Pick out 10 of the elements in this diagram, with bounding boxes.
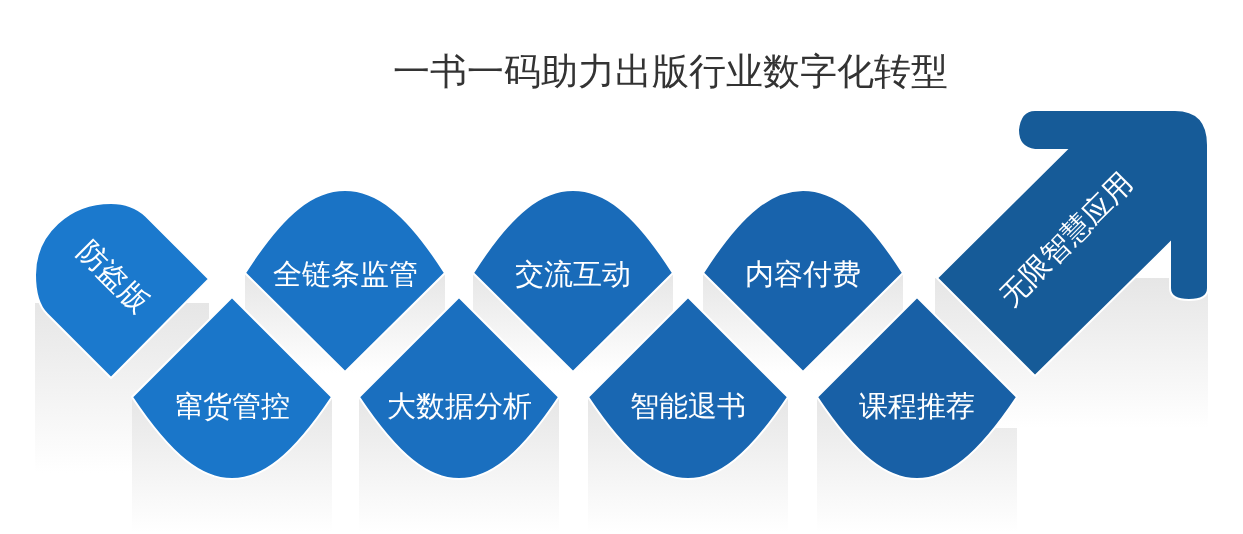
tile-label: 全链条监管	[272, 256, 418, 293]
tile-label: 交流互动	[515, 256, 631, 293]
tile-label: 智能退书	[630, 388, 746, 425]
tile-label: 防盗版	[69, 232, 158, 322]
tile-label: 内容付费	[745, 256, 861, 293]
tile-label: 课程推荐	[859, 388, 975, 425]
tile-label: 大数据分析	[386, 388, 532, 425]
tile-label: 无限智慧应用	[991, 164, 1141, 315]
title: 一书一码助力出版行业数字化转型	[392, 49, 948, 95]
tile-label: 窜货管控	[174, 388, 290, 425]
